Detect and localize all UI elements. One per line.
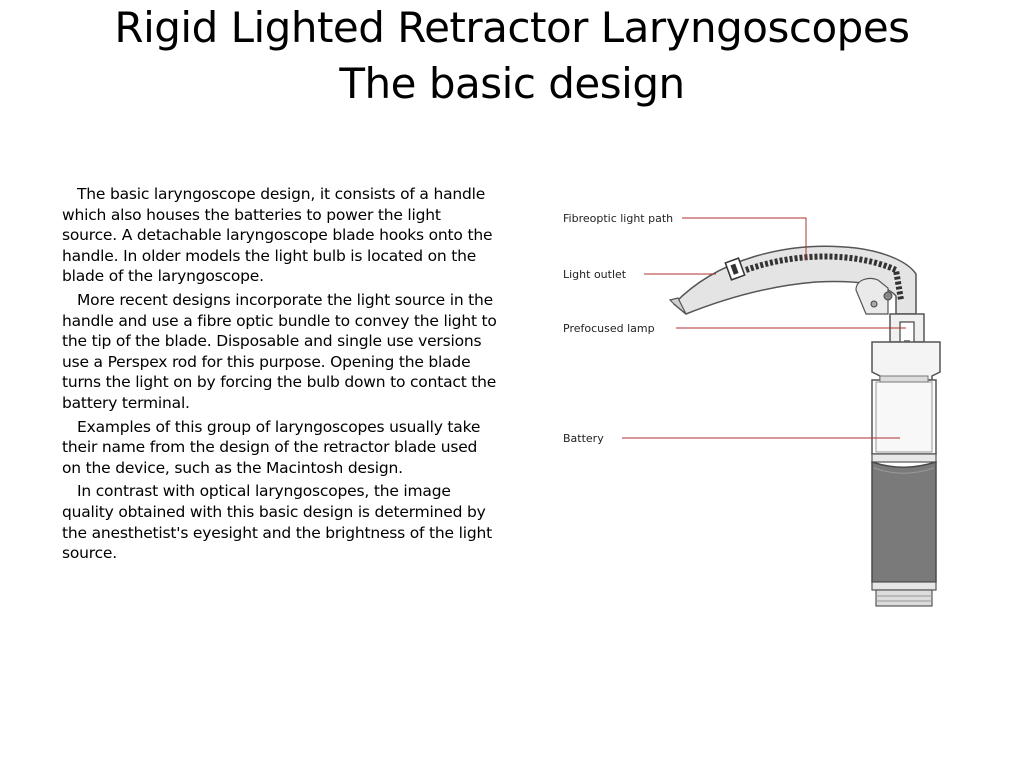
blade <box>668 245 917 315</box>
labels: Fibreoptic light path Light outlet Prefo… <box>563 212 906 445</box>
body-text: The basic laryngoscope design, it consis… <box>62 184 498 567</box>
paragraph-1: The basic laryngoscope design, it consis… <box>62 185 493 286</box>
label-battery: Battery <box>563 432 604 445</box>
label-light-outlet: Light outlet <box>563 268 627 281</box>
leader-fibreoptic <box>682 217 807 260</box>
laryngoscope-illustration: Fibreoptic light path Light outlet Prefo… <box>563 212 941 607</box>
paragraph-2: More recent designs incorporate the ligh… <box>62 290 497 412</box>
title-line-1: Rigid Lighted Retractor Laryngoscopes <box>114 3 910 52</box>
label-fibreoptic: Fibreoptic light path <box>563 212 673 225</box>
label-lamp: Prefocused lamp <box>563 322 655 335</box>
paragraph-4: In contrast with optical laryngoscopes, … <box>62 482 492 563</box>
handle <box>871 313 941 607</box>
title-line-2: The basic design <box>339 59 685 108</box>
page-title: Rigid Lighted Retractor Laryngoscopes Th… <box>0 0 1024 112</box>
laryngoscope-diagram: Fibreoptic light path Light outlet Prefo… <box>556 200 956 612</box>
paragraph-3: Examples of this group of laryngoscopes … <box>62 417 481 477</box>
